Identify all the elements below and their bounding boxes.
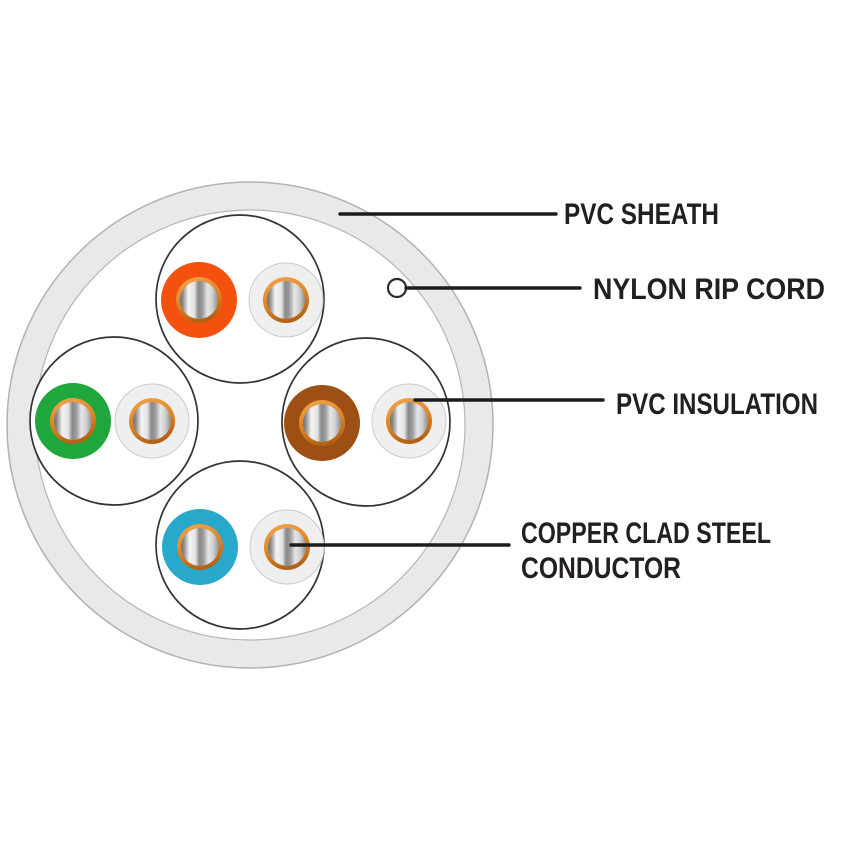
wire-blue: [162, 509, 238, 585]
twisted-pair-blue: [155, 460, 325, 630]
label-nylon-rip-cord: NYLON RIP CORD: [593, 273, 825, 306]
pair-circle-brown: [281, 337, 451, 507]
twisted-pair-orange: [155, 214, 325, 384]
label-pvc-sheath: PVC SHEATH: [564, 198, 719, 231]
wire-blue-conductor: [181, 528, 219, 566]
twisted-pair-brown: [281, 337, 451, 507]
label-copper-clad-steel-line1: COPPER CLAD STEEL: [521, 517, 771, 550]
wire-white-blue-conductor: [268, 528, 306, 566]
wire-white-orange: [248, 262, 324, 338]
wire-white-green-conductor: [133, 402, 171, 440]
nylon-rip-cord: [386, 277, 408, 299]
wire-green: [35, 383, 111, 459]
wire-brown-conductor: [303, 404, 341, 442]
wire-white-brown-conductor: [390, 402, 428, 440]
wire-brown: [284, 385, 360, 461]
wire-green-conductor: [54, 402, 92, 440]
wire-white-green: [114, 383, 190, 459]
pair-circle-green: [29, 336, 199, 506]
twisted-pair-green: [29, 336, 199, 506]
wire-white-orange-conductor: [267, 281, 305, 319]
wire-orange-conductor: [180, 281, 218, 319]
pair-circle-orange: [155, 214, 325, 384]
label-copper-clad-steel-line2: CONDUCTOR: [521, 552, 681, 585]
wire-white-blue: [249, 509, 325, 585]
wire-orange: [161, 262, 237, 338]
wire-white-brown: [371, 383, 447, 459]
label-pvc-insulation: PVC INSULATION: [616, 388, 818, 421]
